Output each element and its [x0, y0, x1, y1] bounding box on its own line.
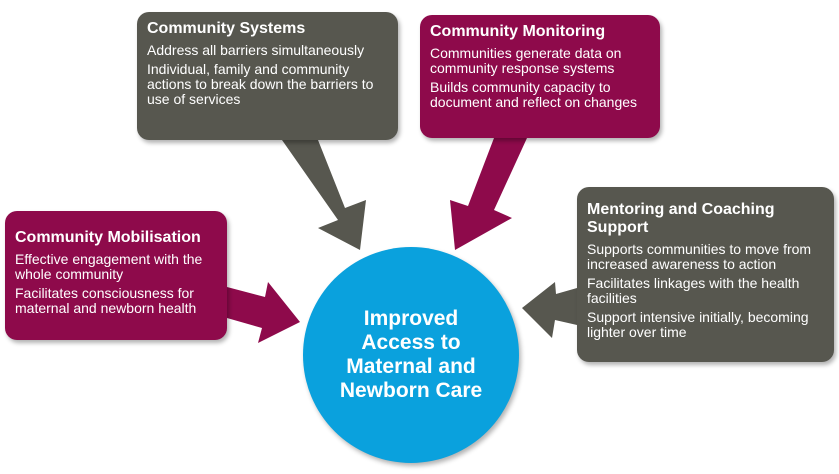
box-point: Supports communities to move from increa…	[587, 241, 812, 272]
box-point: Support intensive initially, becoming li…	[587, 309, 809, 340]
center-goal-circle: Improved Access to Maternal and Newborn …	[303, 247, 519, 463]
arrow-mobilisation	[227, 282, 300, 343]
mentoring-coaching-box: Mentoring and Coaching Support Supports …	[577, 187, 834, 362]
community-systems-box: Community Systems Address all barriers s…	[137, 12, 398, 140]
box-point: Facilitates linkages with the health fac…	[587, 275, 800, 306]
box-title: Community Mobilisation	[15, 229, 201, 246]
box-point: Communities generate data on community r…	[430, 45, 622, 76]
box-point: Individual, family and community actions…	[147, 61, 374, 107]
box-point: Address all barriers simultaneously	[147, 42, 365, 58]
community-monitoring-box: Community Monitoring Communities generat…	[420, 15, 660, 138]
arrow-mentoring	[522, 282, 577, 338]
box-title: Community Monitoring	[430, 23, 606, 40]
box-point: Facilitates consciousness for maternal a…	[15, 285, 197, 316]
community-mobilisation-box: Community Mobilisation Effective engagem…	[5, 211, 227, 340]
center-label: Improved Access to Maternal and Newborn …	[339, 307, 483, 402]
box-title: Mentoring and Coaching Support	[587, 201, 775, 236]
box-title: Community Systems	[147, 20, 306, 37]
arrow-monitoring	[450, 138, 527, 250]
box-point: Builds community capacity to document an…	[430, 79, 638, 110]
box-point: Effective engagement with the whole comm…	[15, 251, 203, 282]
arrow-systems	[282, 140, 366, 250]
